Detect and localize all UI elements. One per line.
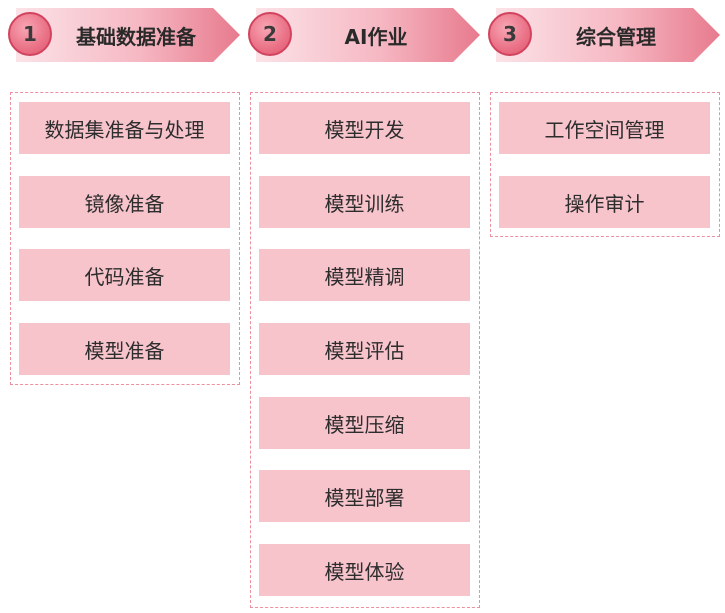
item-model-train: 模型训练 [259, 176, 470, 228]
step-banner: 1 基础数据准备 [8, 8, 240, 62]
item-workspace-mgmt: 工作空间管理 [499, 102, 710, 154]
step-title: 综合管理 [576, 24, 656, 49]
item-operation-audit: 操作审计 [499, 176, 710, 228]
item-model-try: 模型体验 [259, 544, 470, 596]
step-number-badge: 2 [248, 12, 292, 56]
item-model-prep: 模型准备 [19, 323, 230, 375]
step-title: AI作业 [344, 24, 408, 49]
banner-arrow-shape [256, 8, 480, 62]
item-model-deploy: 模型部署 [259, 470, 470, 522]
item-image-prep: 镜像准备 [19, 176, 230, 228]
step-items-container: 工作空间管理 操作审计 [490, 92, 720, 237]
item-model-eval: 模型评估 [259, 323, 470, 375]
step-items-container: 模型开发 模型训练 模型精调 模型评估 模型压缩 模型部署 模型体验 [250, 92, 480, 608]
step-items-container: 数据集准备与处理 镜像准备 代码准备 模型准备 [10, 92, 240, 385]
banner-arrow-shape [496, 8, 720, 62]
item-dataset-prep: 数据集准备与处理 [19, 102, 230, 154]
banner-arrow-shape [16, 8, 240, 62]
item-model-dev: 模型开发 [259, 102, 470, 154]
step-banner: 3 综合管理 [488, 8, 720, 62]
item-code-prep: 代码准备 [19, 249, 230, 301]
item-model-compress: 模型压缩 [259, 397, 470, 449]
step-number-badge: 1 [8, 12, 52, 56]
step-number-badge: 3 [488, 12, 532, 56]
item-model-finetune: 模型精调 [259, 249, 470, 301]
step-title: 基础数据准备 [76, 24, 196, 49]
step-banner: 2 AI作业 [248, 8, 480, 62]
